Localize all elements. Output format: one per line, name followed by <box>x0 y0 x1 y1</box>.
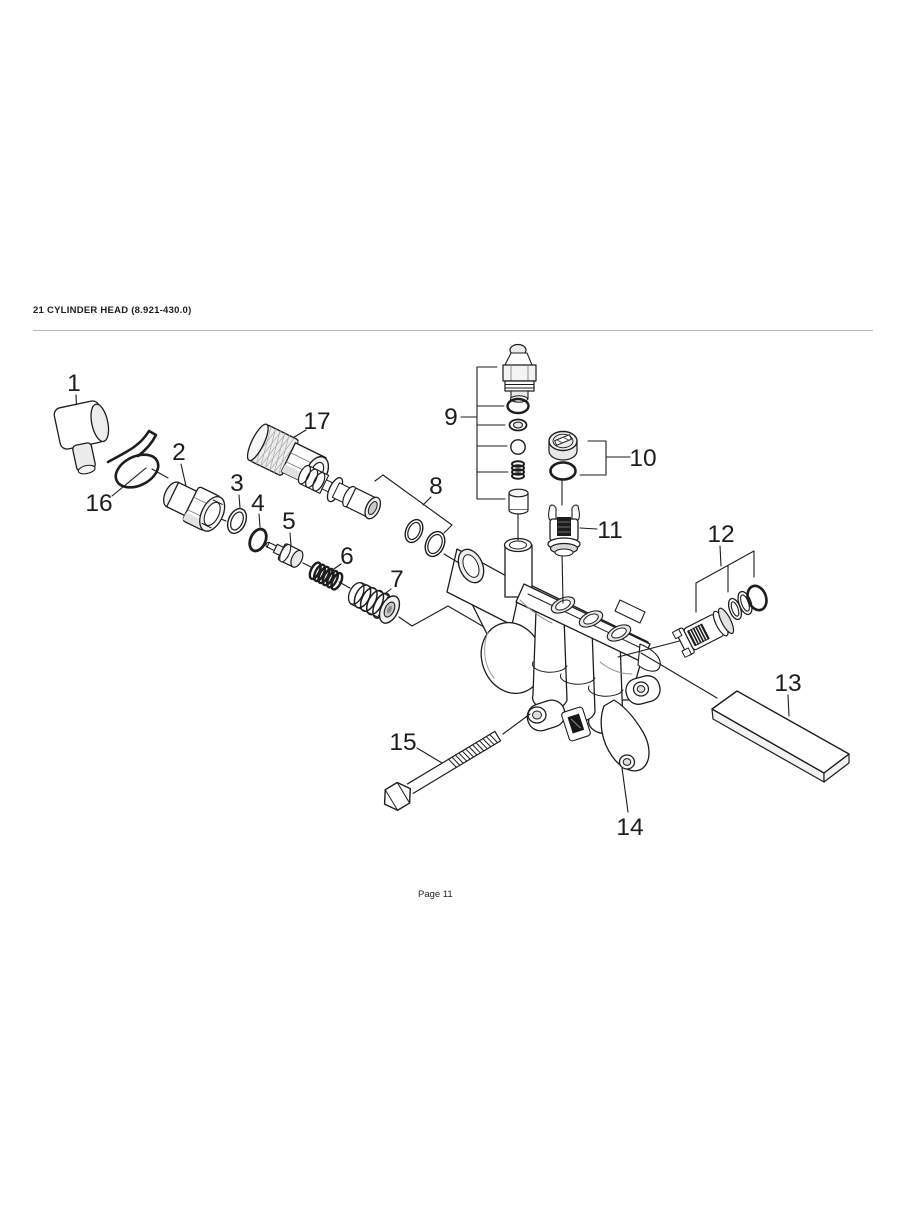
callout-2: 2 <box>172 439 186 466</box>
leader-5 <box>289 532 292 546</box>
part-10-cap-group <box>548 430 578 481</box>
callout-17: 17 <box>303 408 330 435</box>
part-8-o-ring <box>404 518 424 544</box>
leader-3 <box>238 494 241 509</box>
part-9-spring <box>511 460 525 480</box>
callout-5: 5 <box>282 508 296 535</box>
valve-port <box>578 610 604 628</box>
part-12-washer <box>737 590 753 616</box>
callout-14: 14 <box>616 814 643 841</box>
callout-1: 1 <box>67 370 81 397</box>
part-16-retaining-clip <box>106 429 160 489</box>
axis-16-2 <box>151 468 169 479</box>
part-10-o-ring <box>549 461 577 481</box>
axis-5-6 <box>302 562 312 568</box>
leader-15 <box>416 747 443 764</box>
part-11-check-valve <box>547 504 581 557</box>
part-12-o-ring <box>746 584 768 612</box>
callout-13: 13 <box>774 670 801 697</box>
leader-4 <box>258 513 261 528</box>
part-9-sleeve <box>508 488 529 515</box>
callout-3: 3 <box>230 470 244 497</box>
callout-12: 12 <box>707 521 734 548</box>
part-7-threaded-plug <box>347 581 401 624</box>
part-9-ball <box>510 439 526 455</box>
part-3-o-ring <box>226 507 248 535</box>
callout-10: 10 <box>629 445 656 472</box>
part-12-valve-group <box>671 584 768 658</box>
callout-11: 11 <box>597 517 622 544</box>
leader-12-body <box>617 637 692 658</box>
part-5-valve-stem <box>265 541 304 568</box>
leader-11 <box>579 527 598 530</box>
page-title: 21 CYLINDER HEAD (8.921-430.0) <box>33 305 192 316</box>
part-9-valve-kit-group <box>502 343 537 515</box>
part-13-rubber-strip <box>711 690 850 783</box>
axis-11-port <box>561 551 564 604</box>
leader-13 <box>787 694 790 717</box>
page-number: Page 11 <box>418 889 453 900</box>
header-rule <box>33 330 873 331</box>
leader-7-body <box>398 605 485 628</box>
leader-13-body <box>640 652 718 699</box>
callout-labels: 1 2 3 4 5 6 7 8 9 10 11 12 13 14 15 16 1… <box>67 370 801 841</box>
group-bracket-10 <box>579 440 607 476</box>
callout-7: 7 <box>390 566 404 593</box>
leader-8 <box>422 496 432 506</box>
callout-16: 16 <box>85 490 112 517</box>
valve-port <box>606 624 632 642</box>
part-6-spring <box>308 561 344 591</box>
part-4-o-ring <box>248 527 268 553</box>
cylinder-head-body <box>446 537 661 772</box>
callout-8: 8 <box>429 473 443 500</box>
callout-15: 15 <box>389 729 416 756</box>
group-bracket-12 <box>695 550 755 613</box>
leader-16 <box>111 467 147 497</box>
axis-8-inlet <box>443 553 460 564</box>
part-1-elbow-fitting <box>53 400 110 475</box>
leader-12 <box>719 545 722 567</box>
part-2-coupler <box>163 481 226 532</box>
leader-2 <box>180 463 187 487</box>
group-bracket-8 <box>374 474 453 534</box>
callout-4: 4 <box>251 490 265 517</box>
leader-14 <box>621 767 629 813</box>
callout-6: 6 <box>340 543 354 570</box>
axis-15-ear <box>502 713 531 735</box>
valve-port <box>550 596 576 614</box>
leader-lines <box>75 366 790 813</box>
part-9-o-ring <box>506 397 530 415</box>
part-8-o-ring <box>424 530 446 558</box>
part-8-valve-spool-group <box>297 464 446 558</box>
callout-9: 9 <box>444 404 458 431</box>
part-15-hex-bolt <box>383 730 502 811</box>
group-bracket-9 <box>476 366 509 500</box>
